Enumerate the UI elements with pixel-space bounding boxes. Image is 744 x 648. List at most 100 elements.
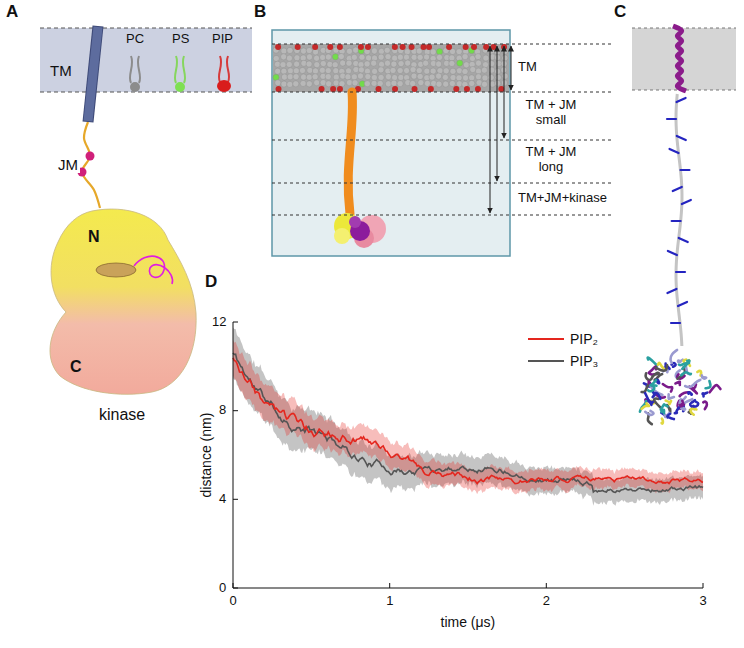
linker-connector [82,122,100,208]
tick-label: 4 [219,492,226,507]
lipid-bead [281,48,287,54]
lipid-bead [338,53,344,59]
lipid-head [446,44,452,50]
span-label: TM + JM long [518,145,584,175]
lipid-bead [424,68,430,74]
lipid-bead [475,74,481,80]
span-label: TM+JM+kinase [518,191,607,206]
lipid-bead [364,81,370,87]
lipid-bead [405,60,411,66]
lipid-bead [404,49,410,55]
pc-lipid-part [130,56,140,83]
secondary-structure [706,381,711,388]
axis-title: time (μs) [441,614,496,630]
lipid-head [409,44,415,50]
protein-model-part [349,216,361,228]
helix-rod [88,26,98,122]
lipid-bead [397,81,403,87]
span-label: TM + JM small [518,98,584,128]
span-arrows-part [511,46,512,90]
lipid-head [428,86,434,92]
lipid-bead [403,54,409,60]
secondary-structure [675,407,679,413]
lipid-bead [312,74,318,80]
lipid-bead [319,67,325,73]
lipid-bead [462,54,468,60]
membrane-band-part [40,92,252,93]
lipid-bead [449,60,455,66]
lipid-bead [306,54,312,60]
lipid-bead [429,74,435,80]
secondary-structure [661,410,664,414]
lipid-head [498,86,504,92]
span-arrows-part [504,46,505,138]
lipid-bead [339,81,345,87]
lipid-head [491,44,497,50]
lipid-head [392,44,398,50]
level-lines-part [272,92,612,93]
axes-part [233,322,234,588]
span-arrows [490,46,511,213]
membrane-slab-part [632,28,736,29]
secondary-structure [675,382,679,385]
secondary-structure [710,385,721,392]
side-chain [677,98,686,102]
kinase-cartoon [640,350,721,424]
tick-mark [703,583,704,588]
lipid-bead [436,49,442,55]
lipid-label: PS [172,32,189,47]
secondary-structure [669,394,674,399]
side-chain [671,322,680,324]
lipid-bead [275,80,281,86]
lipid-bead [351,54,357,60]
lipid-head [421,44,427,50]
lipid-bead [353,47,359,53]
legend-swatch [528,360,564,362]
ps-lipid-part [175,82,185,92]
lipid-bead [456,81,462,87]
lipid-head [276,86,282,92]
lipid-bead [275,68,281,74]
lipid-bead [462,68,468,74]
lipid-bead [314,80,320,86]
lipid-bead [481,67,487,73]
lipid-bead [365,55,371,61]
lipid-head [337,44,343,50]
lipid-head [392,86,398,92]
lipid-bead [358,67,364,73]
lipid-bead [364,61,370,67]
lipid-bead [475,68,481,74]
pc-lipid [130,56,140,92]
lipid-bead [456,49,462,55]
secondary-structure [663,384,673,392]
side-chain [676,271,685,273]
secondary-structure [697,371,701,376]
lobe-label: N [88,228,100,246]
node-outline [42,208,202,432]
lipid-head [337,86,343,92]
lipid-bead [424,80,430,86]
side-chain [673,187,682,191]
ps-lipid-part [175,56,185,83]
lipid-bead [287,47,293,53]
lipid-bead [483,55,489,61]
lipid-bead [286,61,292,67]
lipid-head [471,44,477,50]
lipid-bead [392,74,398,80]
lipid-bead [482,62,488,68]
secondary-structure [688,392,691,394]
pc-lipid-part [130,82,140,92]
secondary-structure [661,404,668,409]
lipid-bead [411,73,417,79]
level-lines-part [272,183,612,184]
atp-pocket [96,263,136,277]
lipid-bead [378,54,384,60]
pip-lipid-part [217,80,231,92]
secondary-structure [653,373,658,376]
protein-model-part [334,228,350,244]
lipid-bead [326,81,332,87]
kinase-domain: NCkinase [42,208,202,432]
lipid-bead [470,66,476,72]
helix-label: TM [50,62,72,79]
lipid-bead [306,81,312,87]
